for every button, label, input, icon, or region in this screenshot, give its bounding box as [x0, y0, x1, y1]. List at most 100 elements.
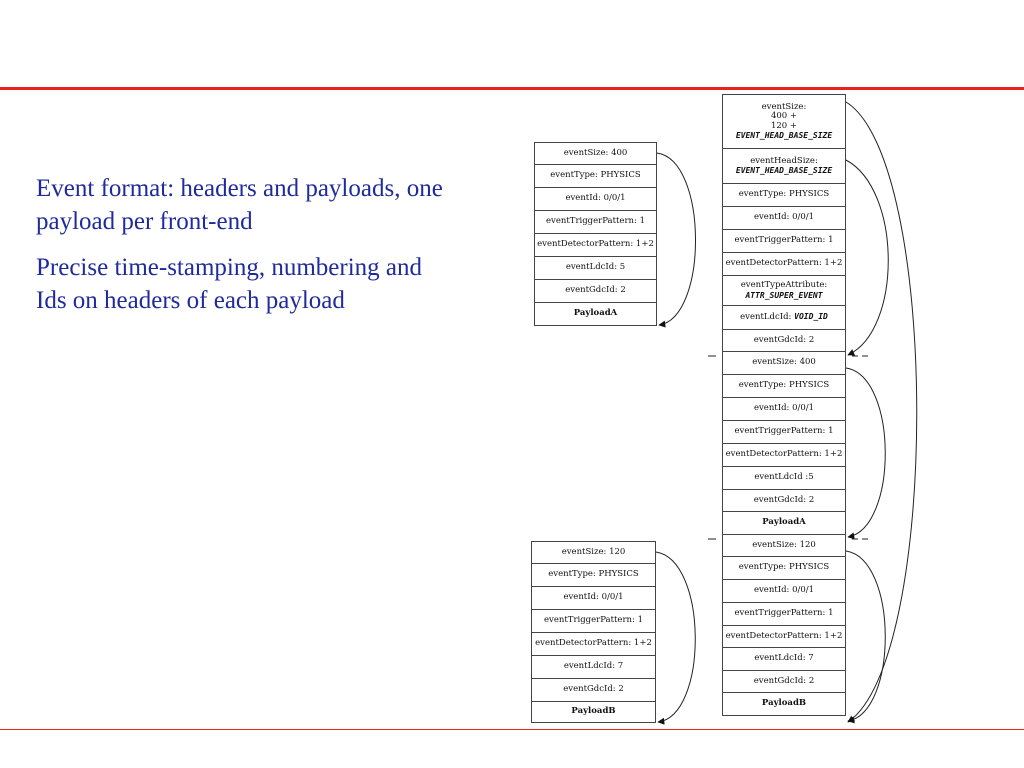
super-event-cell: eventId: 0/0/1: [722, 580, 846, 603]
super-event-cell: eventGdcId: 2: [722, 490, 846, 512]
subevent-b-cell-label: eventSize: 120: [561, 546, 626, 557]
super-event-cell: eventId: 0/0/1: [722, 398, 846, 421]
subevent-b-cell-label: PayloadB: [571, 706, 616, 717]
super-event-cell-label: PayloadA: [762, 517, 806, 528]
super-event-cell-label: eventDetectorPattern: 1+2: [725, 630, 843, 641]
arrow-subevent-b-size: [655, 551, 696, 725]
super-event-cell: eventTriggerPattern: 1: [722, 421, 846, 444]
super-event-cell: eventSize:400 +120 +EVENT_HEAD_BASE_SIZE: [722, 94, 846, 149]
arrow-embedded-b-size: [845, 550, 886, 724]
super-event-cell: PayloadA: [722, 512, 846, 535]
super-event-cell: eventDetectorPattern: 1+2: [722, 253, 846, 276]
super-event-cell-label: eventLdcId: 7: [754, 653, 814, 664]
super-event-cell-label: eventTriggerPattern: 1: [734, 235, 834, 246]
subevent-a-column: eventSize: 400 eventType: PHYSICS eventId:…: [534, 142, 657, 326]
subevent-a-cell: eventId: 0/0/1: [534, 188, 657, 211]
super-event-cell: eventTypeAttribute:ATTR_SUPER_EVENT: [722, 276, 846, 306]
super-event-cell: eventId: 0/0/1: [722, 207, 846, 230]
arrow-super-head-size: [845, 159, 889, 356]
bullet-event-format: Event format: headers and payloads, one …: [36, 175, 443, 235]
subevent-a-cell-label: eventType: PHYSICS: [550, 170, 641, 181]
arrow-super-event-size: [845, 101, 918, 723]
top-red-rule: [0, 87, 1024, 90]
super-event-cell-label: eventLdcId :5: [754, 472, 814, 483]
super-event-column: eventSize:400 +120 +EVENT_HEAD_BASE_SIZE…: [722, 94, 846, 716]
super-event-cell-label: eventType: PHYSICS: [738, 189, 830, 200]
super-event-cell-label: eventId: 0/0/1: [753, 585, 815, 596]
subevent-a-cell-label: eventLdcId: 5: [565, 262, 626, 273]
super-event-cell-line: 400 +: [770, 111, 798, 121]
super-event-cell-label: eventType: PHYSICS: [738, 562, 830, 573]
subevent-b-cell-label: eventType: PHYSICS: [548, 569, 639, 580]
super-event-cell: eventSize: 400: [722, 352, 846, 375]
subevent-b-cell: eventTriggerPattern: 1: [531, 610, 656, 633]
super-event-cell: PayloadB: [722, 693, 846, 716]
subevent-a-cell: eventTriggerPattern: 1: [534, 211, 657, 234]
subevent-b-cell-label: eventId: 0/0/1: [563, 592, 624, 603]
bullet-time-stamping: Precise time-stamping, numbering and Ids…: [36, 254, 423, 314]
subevent-a-cell-label: eventSize: 400: [563, 147, 628, 158]
subevent-b-cell: eventGdcId: 2: [531, 679, 656, 702]
super-event-cell-label: eventGdcId: 2: [753, 675, 815, 686]
subevent-b-cell-label: eventGdcId: 2: [563, 684, 624, 695]
bullet-list: Event format: headers and payloads, one …: [36, 172, 456, 330]
super-event-cell-label: eventDetectorPattern: 1+2: [725, 449, 843, 460]
subevent-b-cell: eventDetectorPattern: 1+2: [531, 633, 656, 656]
super-event-cell: eventType: PHYSICS: [722, 184, 846, 207]
super-event-cell: eventLdcId :5: [722, 467, 846, 490]
super-event-cell-line: 120 +: [770, 120, 798, 131]
super-event-cell-label: eventGdcId: 2: [753, 334, 815, 345]
super-event-cell-label: eventGdcId: 2: [753, 494, 815, 505]
super-event-cell-constant: VOID_ID: [794, 312, 828, 322]
super-event-cell-label: eventSize: 120: [752, 539, 816, 550]
subevent-a-cell-label: eventTriggerPattern: 1: [546, 216, 645, 227]
subevent-b-column: eventSize: 120 eventType: PHYSICS eventId:…: [531, 541, 656, 723]
subevent-a-cell: eventSize: 400: [534, 142, 657, 165]
super-event-cell: eventLdcId: 7: [722, 648, 846, 671]
subevent-b-cell: eventId: 0/0/1: [531, 587, 656, 610]
subevent-a-cell: eventLdcId: 5: [534, 257, 657, 280]
super-event-cell-label: eventDetectorPattern: 1+2: [725, 258, 843, 269]
subevent-b-cell-label: eventTriggerPattern: 1: [544, 615, 643, 626]
subevent-b-cell: eventType: PHYSICS: [531, 564, 656, 587]
super-event-cell: eventSize: 120: [722, 535, 846, 557]
subevent-b-cell: PayloadB: [531, 702, 656, 723]
super-event-cell-label: eventSize:: [761, 101, 807, 112]
super-event-cell: eventType: PHYSICS: [722, 375, 846, 398]
super-event-cell-label: eventType: PHYSICS: [738, 380, 830, 391]
super-event-cell-label: eventTypeAttribute:: [740, 280, 828, 290]
super-event-cell: eventDetectorPattern: 1+2: [722, 626, 846, 648]
subevent-b-cell-label: eventLdcId: 7: [563, 661, 624, 672]
super-event-cell-label: eventHeadSize:: [750, 155, 818, 166]
super-event-cell: eventType: PHYSICS: [722, 557, 846, 580]
subevent-a-cell: eventType: PHYSICS: [534, 165, 657, 188]
super-event-cell-label: eventLdcId:: [740, 312, 792, 323]
super-event-cell-constant: EVENT_HEAD_BASE_SIZE: [735, 131, 833, 140]
subevent-a-cell-label: eventId: 0/0/1: [565, 193, 626, 204]
super-event-cell-constant: ATTR_SUPER_EVENT: [745, 290, 823, 300]
subevent-b-cell: eventSize: 120: [531, 541, 656, 564]
subevent-a-cell-label: eventGdcId: 2: [565, 285, 626, 296]
super-event-cell: eventDetectorPattern: 1+2: [722, 444, 846, 467]
super-event-cell-label: PayloadB: [761, 698, 807, 709]
arrow-subevent-a-size: [656, 152, 696, 328]
super-event-cell: eventGdcId: 2: [722, 330, 846, 352]
bottom-red-rule: [0, 729, 1024, 730]
subevent-a-cell-label: eventDetectorPattern: 1+2: [537, 239, 654, 250]
subevent-a-cell: eventDetectorPattern: 1+2: [534, 234, 657, 257]
super-event-cell: eventHeadSize:EVENT_HEAD_BASE_SIZE: [722, 149, 846, 184]
subevent-a-cell: PayloadA: [534, 303, 657, 326]
super-event-cell-label: eventTriggerPattern: 1: [734, 608, 834, 619]
super-event-cell-label: eventTriggerPattern: 1: [734, 426, 834, 437]
super-event-cell-label: eventSize: 400: [752, 357, 816, 368]
super-event-cell: eventGdcId: 2: [722, 671, 846, 693]
subevent-b-cell-label: eventDetectorPattern: 1+2: [535, 638, 652, 649]
super-event-cell-label: eventId: 0/0/1: [753, 403, 815, 414]
subevent-a-cell-label: PayloadA: [573, 308, 618, 319]
subevent-b-cell: eventLdcId: 7: [531, 656, 656, 679]
super-event-cell: eventTriggerPattern: 1: [722, 230, 846, 253]
super-event-cell: eventLdcId: VOID_ID: [722, 306, 846, 330]
subevent-a-cell: eventGdcId: 2: [534, 280, 657, 303]
super-event-cell-label: eventId: 0/0/1: [753, 212, 815, 223]
